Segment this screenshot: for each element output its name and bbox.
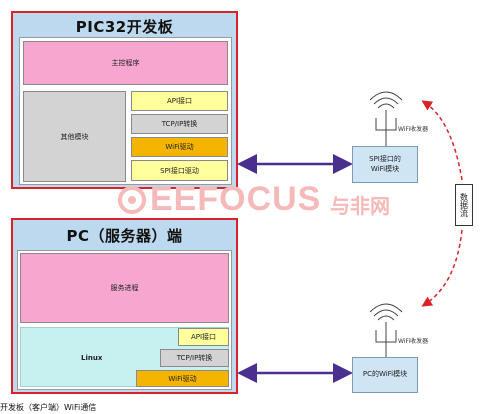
caption-text: 开发板（客户端）WiFi通信 (0, 403, 97, 412)
other-modules-box: 其他模块 (23, 91, 126, 182)
pic32-api-interface-box: API接口 (131, 91, 228, 111)
service-process-box: 服务进程 (20, 253, 229, 323)
pic32-board: PIC32开发板 主控程序 其他模块 API接口 TCP/IP转换 WiFi驱动… (11, 11, 238, 189)
pic32-board-inner: 主控程序 其他模块 API接口 TCP/IP转换 WiFi驱动 SPI接口驱动 (19, 37, 232, 185)
pc-server-title: PC（服务器）端 (66, 227, 183, 245)
pic32-board-title: PIC32开发板 (75, 18, 174, 36)
pc-tcpip-box: TCP/IP转换 (160, 349, 229, 367)
data-stream-curve-bottom (421, 229, 463, 307)
watermark-text: EEFOCUS (150, 180, 322, 218)
main-program-box: 主控程序 (23, 41, 228, 85)
pc-api-interface-box: API接口 (178, 328, 229, 346)
wifi-transceiver-bottom-label: WiFi收发器 (398, 338, 429, 345)
watermark-cn: 与非网 (330, 194, 390, 218)
top-antenna-icon (369, 91, 403, 150)
pc-wifi-module-box: PC的WiFi模块 (352, 357, 418, 393)
pic32-tcpip-box: TCP/IP转换 (131, 114, 228, 134)
spi-driver-box: SPI接口驱动 (131, 160, 228, 181)
linux-label: Linux (81, 354, 103, 362)
pc-server-inner: 服务进程 Linux API接口 TCP/IP转换 WiFi驱动 (17, 250, 232, 390)
data-stream-curve-top (421, 100, 463, 181)
spi-wifi-module-box: SPI接口的 WiFi模块 (352, 146, 418, 183)
pc-server: PC（服务器）端 服务进程 Linux API接口 TCP/IP转换 WiFi驱… (11, 218, 238, 394)
data-stream-label: 数据流 (455, 184, 473, 226)
pc-wifi-driver-box: WiFi驱动 (136, 370, 229, 387)
eefocus-logo-icon (112, 182, 152, 218)
wifi-transceiver-top-label: WiFi收发器 (398, 126, 429, 133)
bottom-antenna-icon (369, 303, 403, 358)
pic32-wifi-driver-box: WiFi驱动 (131, 137, 228, 157)
